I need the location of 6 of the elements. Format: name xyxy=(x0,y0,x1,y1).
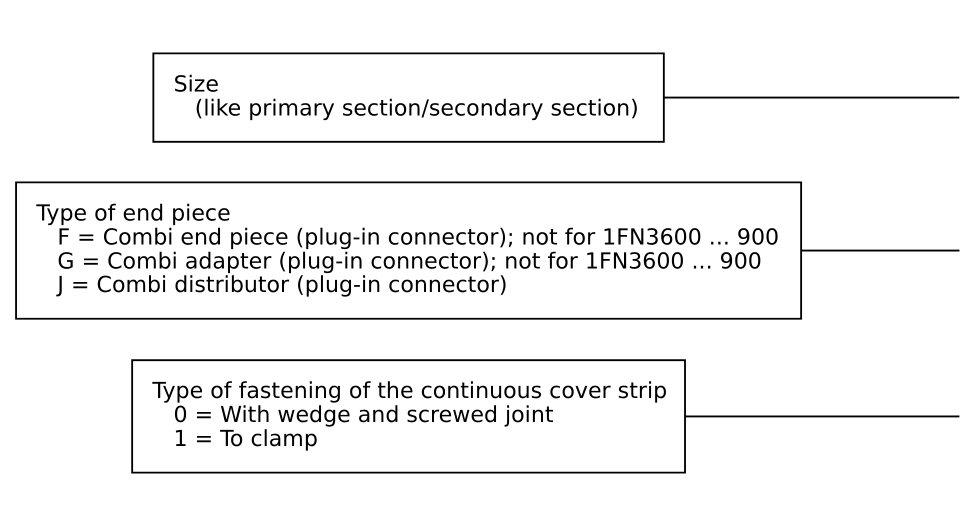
connector xyxy=(801,250,960,252)
node-box: Type of end piece F = Combi end piece (plug-in connector); not for 1FN3600 ... 900 G = Combi adapter (plug-in connector); not for 1FN3600 ... 900 J = Combi distributor (plug-in connector) xyxy=(15,181,802,320)
node-box: Size (like primary section/secondary section) xyxy=(152,52,665,143)
connector xyxy=(685,416,960,418)
node-box: Type of fastening of the continuous cover strip 0 = With wedge and screwed joint 1 = To clamp xyxy=(131,359,686,474)
connector xyxy=(664,96,960,99)
